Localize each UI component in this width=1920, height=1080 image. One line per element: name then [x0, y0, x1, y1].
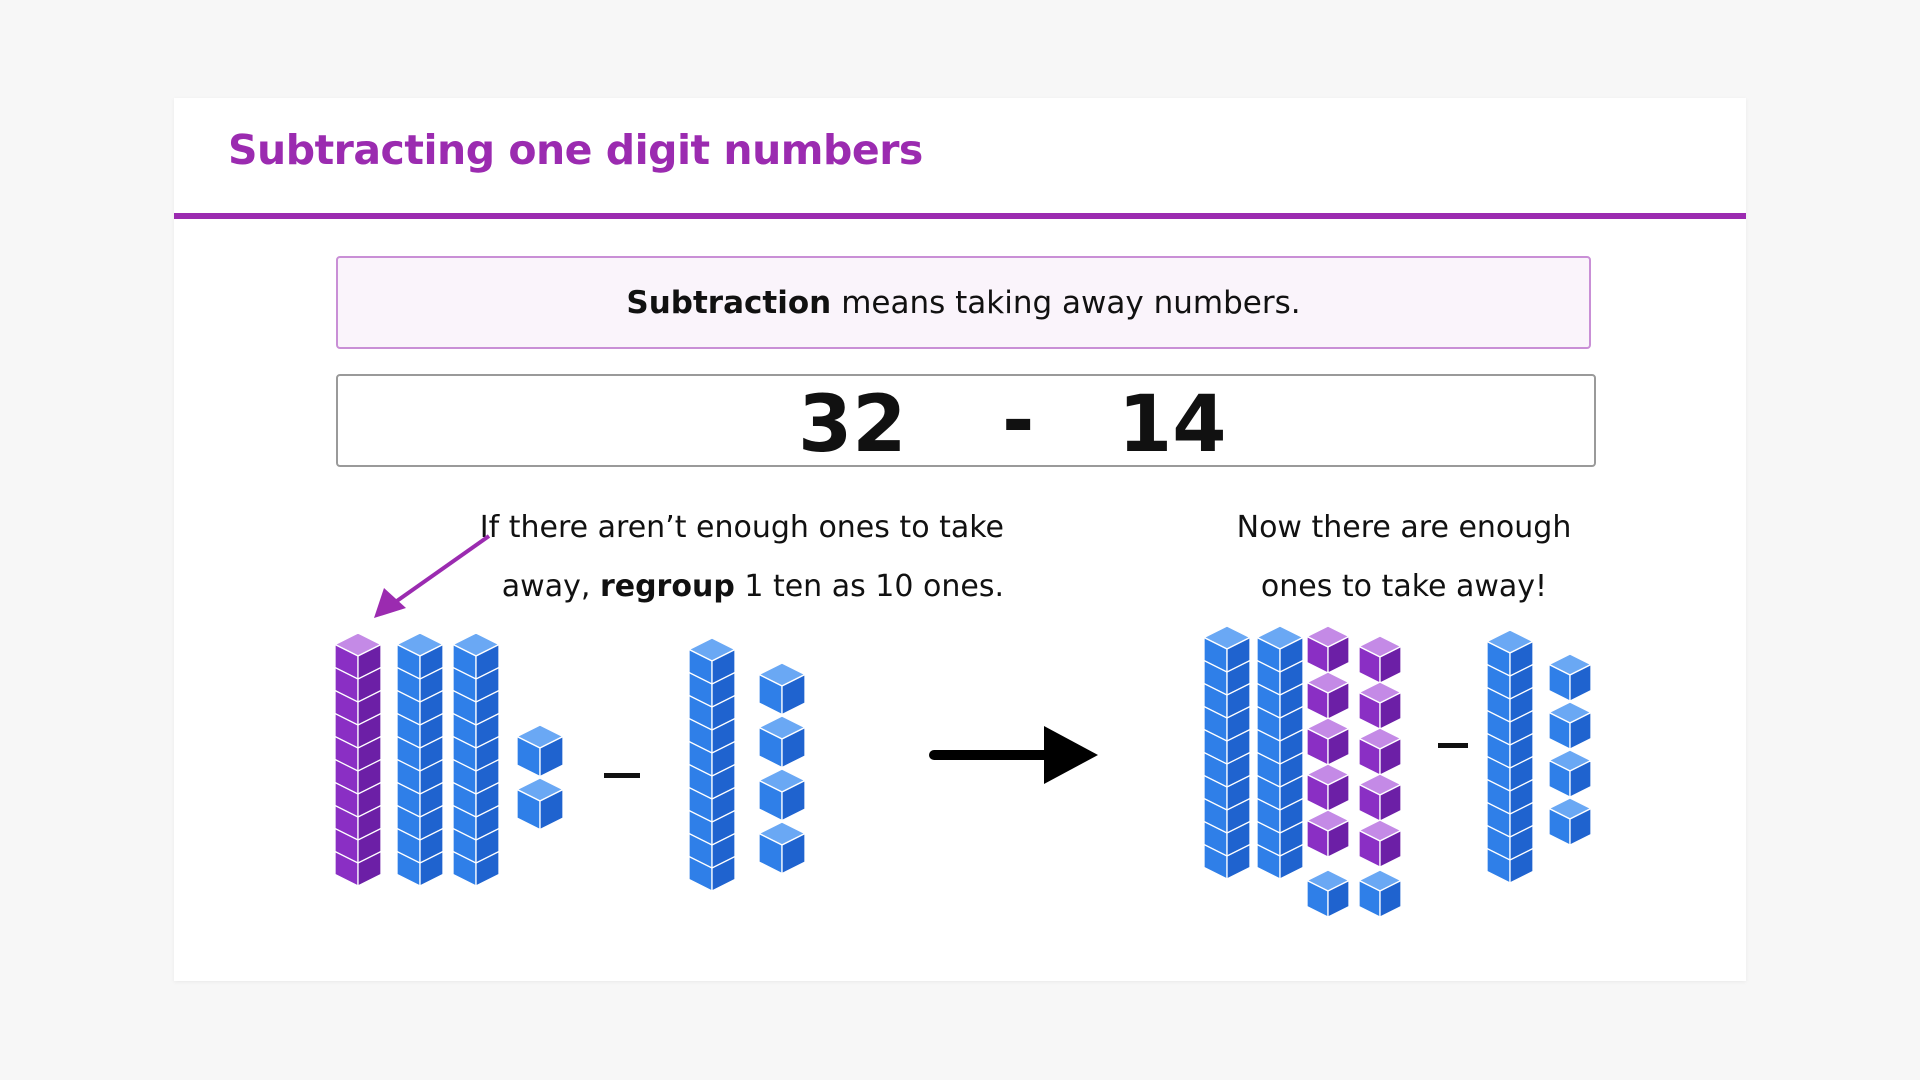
- ones-cube-regrouped: [1306, 763, 1350, 812]
- regroup-caption: If there aren’t enough ones to take away…: [424, 498, 1004, 616]
- ones-cube: [1548, 653, 1592, 702]
- tens-rod: [1256, 625, 1304, 880]
- ones-cube-regrouped: [1306, 717, 1350, 766]
- ones-cube-regrouped: [1358, 681, 1402, 730]
- ones-cube: [758, 715, 806, 769]
- base-ten-illustration: [334, 534, 1592, 918]
- slide: Subtracting one digit numbers Subtractio…: [174, 98, 1746, 981]
- ones-cube-regrouped: [1358, 635, 1402, 684]
- regroup-caption-line1: If there aren’t enough ones to take: [479, 510, 1004, 545]
- title-divider: [174, 213, 1746, 219]
- regroup-caption-end: 1 ten as 10 ones.: [744, 569, 1004, 604]
- ones-cube: [1548, 797, 1592, 846]
- page-title: Subtracting one digit numbers: [228, 126, 923, 174]
- definition-term: Subtraction: [626, 284, 832, 321]
- ones-cube: [1358, 869, 1402, 918]
- definition-text: means taking away numbers.: [841, 284, 1301, 321]
- ones-cube-regrouped: [1358, 773, 1402, 822]
- ones-cube: [1548, 749, 1592, 798]
- ones-cube: [516, 724, 564, 778]
- ones-cube: [1548, 701, 1592, 750]
- equation-box: 32 - 14: [336, 374, 1596, 470]
- regroup-term: regroup: [599, 569, 735, 604]
- tens-rod: [1486, 629, 1534, 884]
- tens-rod: [396, 632, 444, 887]
- tens-rod: [452, 632, 500, 887]
- arrow-icon: [374, 534, 491, 618]
- regroup-caption-start: away,: [501, 569, 591, 604]
- ones-cube-regrouped: [1306, 625, 1350, 674]
- ones-cube-regrouped: [1306, 809, 1350, 858]
- enough-ones-caption-line2: ones to take away!: [1260, 569, 1548, 604]
- equation-second-number: 14: [1118, 380, 1227, 470]
- ones-cube: [758, 662, 806, 716]
- equation-operator: -: [1002, 376, 1035, 466]
- minus-sign-right: [1438, 743, 1468, 748]
- ones-cube: [516, 777, 564, 831]
- ones-cube: [758, 821, 806, 875]
- right-arrow-icon: [929, 726, 1098, 784]
- regroup-caption-line2: away, regroup 1 ten as 10 ones.: [424, 557, 1004, 616]
- tens-rod: [1203, 625, 1251, 880]
- definition-box: Subtraction means taking away numbers.: [336, 256, 1591, 349]
- ones-cube-regrouped: [1358, 819, 1402, 868]
- tens-rod: [688, 637, 736, 892]
- ones-cube: [1306, 869, 1350, 918]
- ones-cube-regrouped: [1358, 727, 1402, 776]
- enough-ones-caption-line1: Now there are enough: [1236, 510, 1572, 545]
- minus-sign-left: [604, 773, 640, 778]
- enough-ones-caption: Now there are enough ones to take away!: [1174, 498, 1634, 616]
- tens-rod-regrouped: [334, 632, 382, 887]
- ones-cube-regrouped: [1306, 671, 1350, 720]
- equation-first-number: 32: [798, 380, 907, 470]
- ones-cube: [758, 768, 806, 822]
